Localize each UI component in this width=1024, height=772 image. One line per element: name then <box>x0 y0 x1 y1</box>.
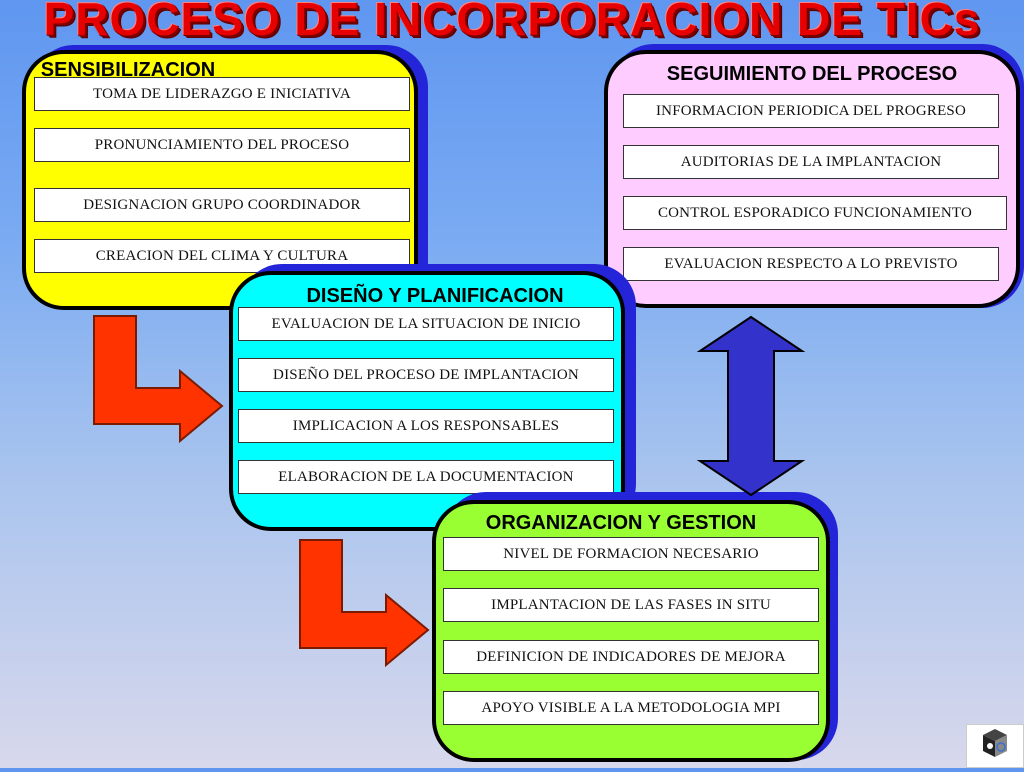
panel-title-organizacion: ORGANIZACION Y GESTION <box>485 512 757 534</box>
double-arrow-icon <box>696 315 806 497</box>
organizacion-item: IMPLANTACION DE LAS FASES IN SITU <box>443 588 819 622</box>
sensibilizacion-item: DESIGNACION GRUPO COORDINADOR <box>34 188 410 222</box>
organizacion-item: DEFINICION DE INDICADORES DE MEJORA <box>443 640 819 674</box>
seguimiento-item: AUDITORIAS DE LA IMPLANTACION <box>623 145 999 179</box>
panel-title-diseno: DISEÑO Y PLANIFICACION <box>306 285 564 307</box>
page-title: PROCESO DE INCORPORACION DE TICs <box>43 0 981 45</box>
bent-arrow-icon <box>299 539 430 668</box>
organizacion-item: NIVEL DE FORMACION NECESARIO <box>443 537 819 571</box>
seguimiento-item: CONTROL ESPORADICO FUNCIONAMIENTO <box>623 196 1007 230</box>
diseno-item: EVALUACION DE LA SITUACION DE INICIO <box>238 307 614 341</box>
seguimiento-item: INFORMACION PERIODICA DEL PROGRESO <box>623 94 999 128</box>
panel-title-seguimiento: SEGUIMIENTO DEL PROCESO <box>666 63 958 85</box>
bent-arrow-icon <box>93 315 224 444</box>
panel-title-sensibilizacion: SENSIBILIZACION <box>40 59 216 81</box>
diseno-item: DISEÑO DEL PROCESO DE IMPLANTACION <box>238 358 614 392</box>
sensibilizacion-item: PRONUNCIAMIENTO DEL PROCESO <box>34 128 410 162</box>
seguimiento-item: EVALUACION RESPECTO A LO PREVISTO <box>623 247 999 281</box>
organizacion-item: APOYO VISIBLE A LA METODOLOGIA MPI <box>443 691 819 725</box>
diseno-item: ELABORACION DE LA DOCUMENTACION <box>238 460 614 494</box>
cube-logo-icon <box>966 724 1024 768</box>
diseno-item: IMPLICACION A LOS RESPONSABLES <box>238 409 614 443</box>
sensibilizacion-item: TOMA DE LIDERAZGO E INICIATIVA <box>34 77 410 111</box>
